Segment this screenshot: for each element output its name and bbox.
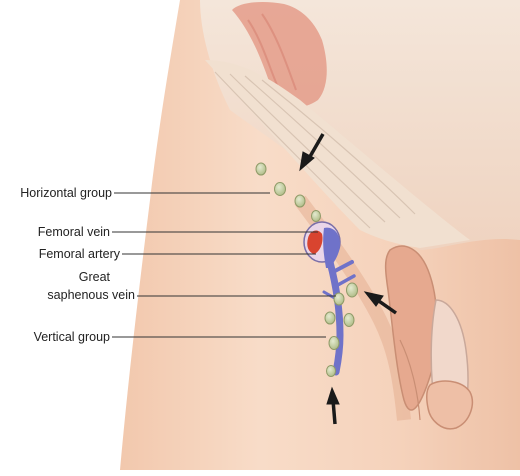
great-saphenous-vein-shape: [326, 258, 344, 376]
arrow-icon: [299, 133, 325, 172]
lymph-nodes-vertical-group: [324, 282, 358, 377]
label-vertical-group: Vertical group: [33, 330, 110, 344]
femoral-vein-shape: [323, 227, 340, 268]
label-great-saphenous-line2: saphenous vein: [47, 288, 135, 302]
lymph-nodes-horizontal-group: [255, 162, 321, 222]
arrow-icon: [363, 291, 398, 315]
femoral-artery-shape: [307, 230, 323, 254]
leader-lines: [112, 192, 336, 338]
label-femoral-vein: Femoral vein: [37, 225, 110, 239]
oblique-muscle: [232, 2, 327, 108]
label-femoral-artery: Femoral artery: [38, 247, 120, 261]
label-horizontal-group: Horizontal group: [20, 186, 112, 200]
inguinal-ligament: [205, 60, 470, 248]
arrow-icon: [326, 386, 340, 425]
label-great-saphenous-line1: Great: [78, 270, 110, 284]
genital-region: [384, 245, 438, 411]
